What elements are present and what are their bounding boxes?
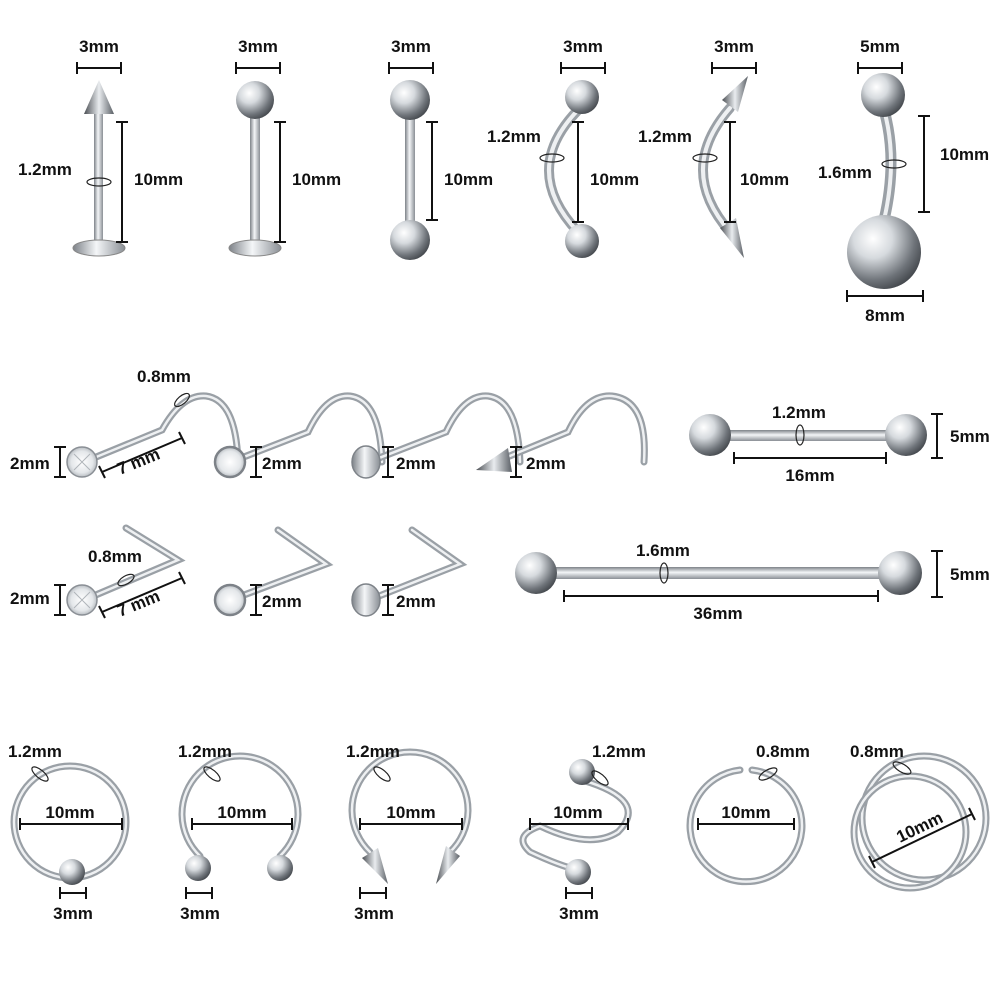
belly-ring-length-label: 10mm: [940, 145, 989, 164]
horseshoe-spike: 1.2mm 10mm 3mm: [346, 742, 472, 923]
labret-ball: 3mm 10mm: [228, 37, 341, 257]
nose-screw-set: 0.8mm 7 mm 2mm 2mm 2mm 2mm: [10, 367, 648, 479]
curved-barbell-ball: 3mm 1.2mm 10mm: [487, 37, 639, 258]
curved-ball-top-label: 3mm: [563, 37, 603, 56]
double-spiral-gauge-label: 0.8mm: [850, 742, 904, 761]
l-pin-head-1: 2mm: [10, 589, 50, 608]
industrial-gauge-label: 1.6mm: [636, 541, 690, 560]
captive-ring-diameter-label: 10mm: [45, 803, 94, 822]
short-barbell-length-label: 16mm: [785, 466, 834, 485]
captive-ring: 1.2mm 10mm 3mm: [8, 742, 130, 923]
l-nose-pin-set: 0.8mm 7 mm 2mm 2mm 2mm: [10, 524, 468, 621]
twist-spiral-ball-label: 3mm: [559, 904, 599, 923]
curved-spike-gauge-label: 1.2mm: [638, 127, 692, 146]
labret-ball-length-label: 10mm: [292, 170, 341, 189]
labret-spike-length-label: 10mm: [134, 170, 183, 189]
seamless-hoop-diameter-label: 10mm: [721, 803, 770, 822]
industrial-length-label: 36mm: [693, 604, 742, 623]
labret-spike: 3mm 1.2mm 10mm: [18, 37, 183, 257]
straight-barbell: 3mm 10mm: [388, 37, 493, 260]
twist-spiral-diameter-label: 10mm: [553, 803, 602, 822]
captive-ring-ball-label: 3mm: [53, 904, 93, 923]
curved-ball-length-label: 10mm: [590, 170, 639, 189]
curved-spike-length-label: 10mm: [740, 170, 789, 189]
curved-ball-gauge-label: 1.2mm: [487, 127, 541, 146]
belly-ring-bottom-label: 8mm: [865, 306, 905, 325]
labret-spike-gauge-label: 1.2mm: [18, 160, 72, 179]
l-pin-head-3: 2mm: [396, 592, 436, 611]
l-pin-length-label: 7 mm: [114, 586, 162, 620]
seamless-hoop-gauge-label: 0.8mm: [756, 742, 810, 761]
belly-ring-gauge-label: 1.6mm: [818, 163, 872, 182]
horseshoe-ball-diameter-label: 10mm: [217, 803, 266, 822]
curved-barbell-spike: 3mm 1.2mm 10mm: [638, 37, 789, 258]
captive-ring-gauge-label: 1.2mm: [8, 742, 62, 761]
labret-spike-top-label: 3mm: [79, 37, 119, 56]
nose-screw-head-4: 2mm: [526, 454, 566, 473]
l-pin-head-2: 2mm: [262, 592, 302, 611]
seamless-hoop: 0.8mm 10mm: [686, 742, 810, 886]
nose-screw-head-3: 2mm: [396, 454, 436, 473]
short-barbell-ball-label: 5mm: [950, 427, 990, 446]
short-barbell-gauge-label: 1.2mm: [772, 403, 826, 422]
belly-ring: 5mm 1.6mm 10mm 8mm: [818, 37, 989, 325]
double-spiral-diameter-label: 10mm: [893, 808, 945, 847]
horseshoe-spike-gauge-label: 1.2mm: [346, 742, 400, 761]
straight-barbell-length-label: 10mm: [444, 170, 493, 189]
nose-screw-head-2: 2mm: [262, 454, 302, 473]
twist-spiral-gauge-label: 1.2mm: [592, 742, 646, 761]
horseshoe-ball: 1.2mm 10mm 3mm: [178, 742, 302, 923]
nose-screw-head-1: 2mm: [10, 454, 50, 473]
industrial-ball-label: 5mm: [950, 565, 990, 584]
curved-spike-top-label: 3mm: [714, 37, 754, 56]
nose-screw-gauge-label: 0.8mm: [137, 367, 191, 386]
l-pin-gauge-label: 0.8mm: [88, 547, 142, 566]
straight-barbell-top-label: 3mm: [391, 37, 431, 56]
horseshoe-spike-diameter-label: 10mm: [386, 803, 435, 822]
labret-ball-top-label: 3mm: [238, 37, 278, 56]
twist-spiral: 1.2mm 10mm 3mm: [519, 742, 646, 923]
horseshoe-ball-ball-label: 3mm: [180, 904, 220, 923]
short-barbell: 1.2mm 16mm 5mm: [689, 403, 990, 485]
belly-ring-top-label: 5mm: [860, 37, 900, 56]
industrial-barbell: 1.6mm 36mm 5mm: [515, 541, 990, 623]
double-spiral-hoop: 0.8mm 10mm: [850, 742, 990, 892]
horseshoe-spike-ball-label: 3mm: [354, 904, 394, 923]
horseshoe-ball-gauge-label: 1.2mm: [178, 742, 232, 761]
